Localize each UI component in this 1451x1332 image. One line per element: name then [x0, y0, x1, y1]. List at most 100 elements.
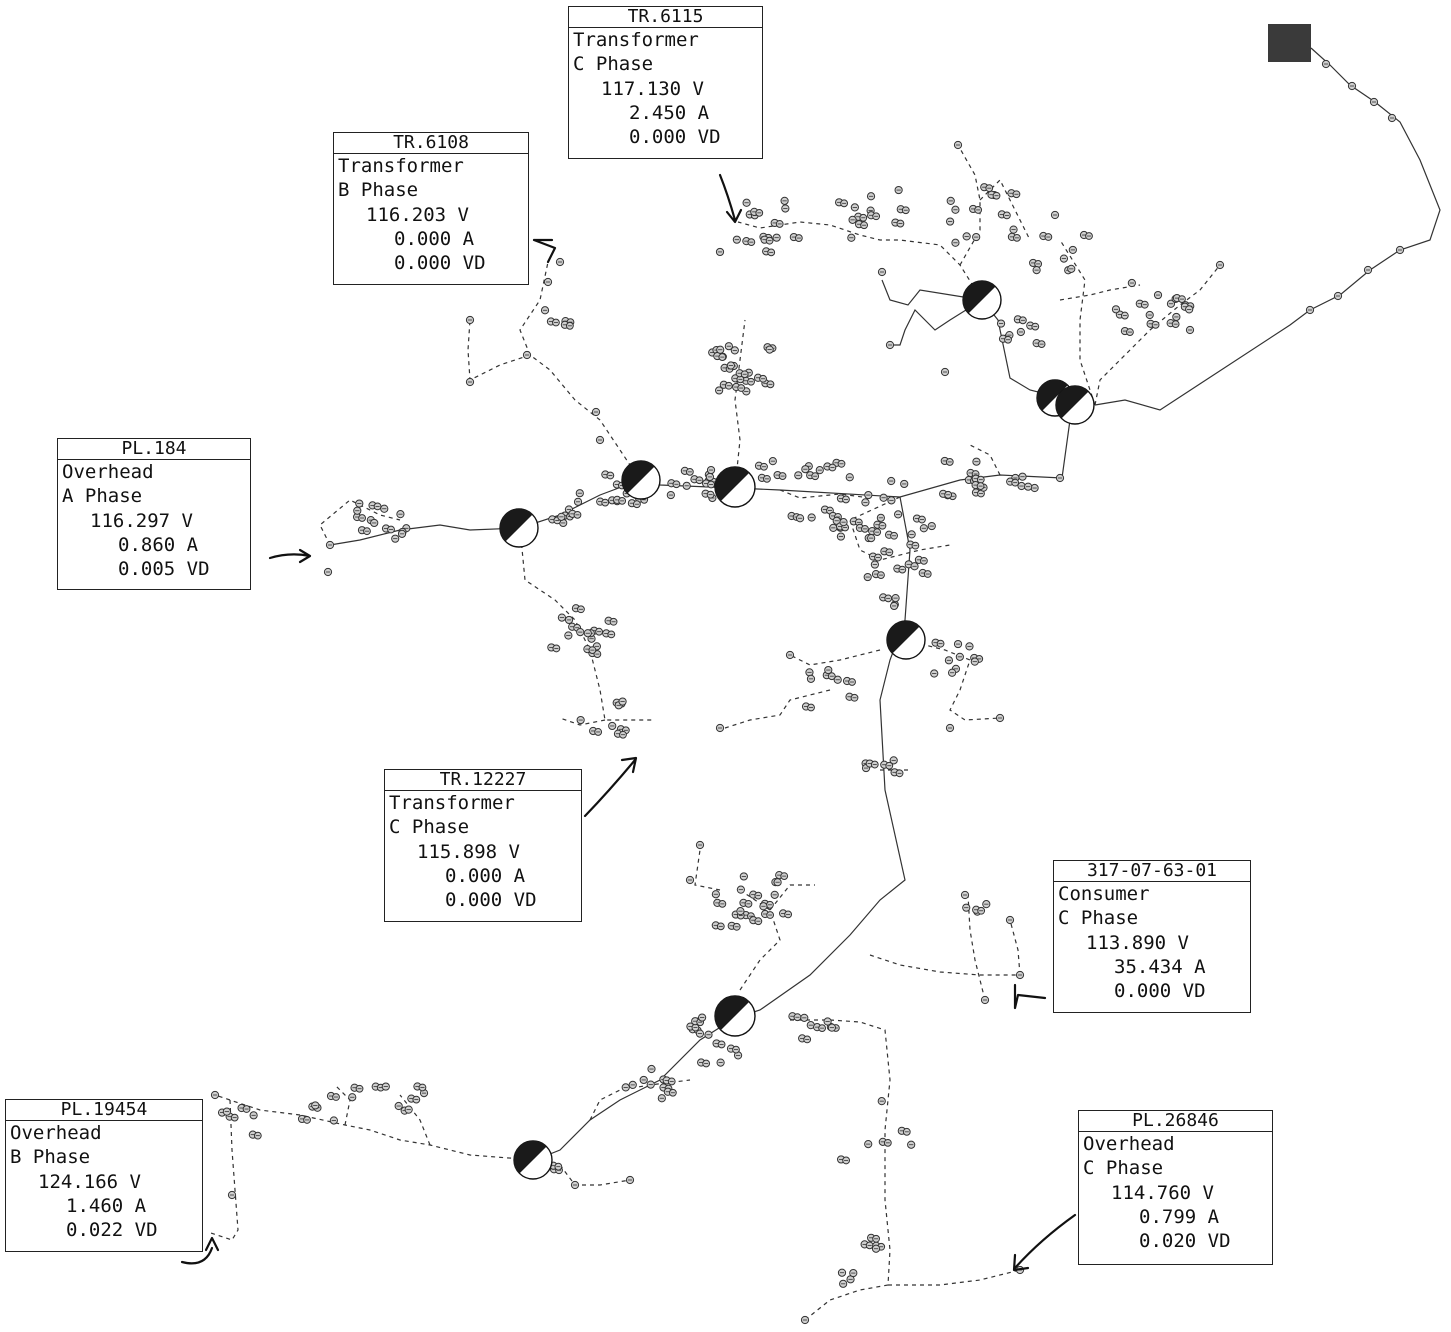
network-node [715, 247, 725, 257]
label-voltage: 115.898 V [417, 840, 520, 863]
label-id: TR.12227 [385, 770, 581, 791]
network-node [1018, 316, 1027, 325]
network-node [878, 521, 887, 530]
network-node [992, 191, 1001, 200]
network-node [962, 903, 971, 912]
network-node [800, 1013, 809, 1022]
label-type: Overhead [62, 461, 154, 483]
network-node [911, 541, 920, 550]
network-node [767, 248, 776, 257]
label-box-tr6115[interactable]: TR.6115 Transformer C Phase 117.130 V 2.… [568, 6, 763, 159]
network-node [583, 629, 592, 638]
feeder-line-dashed [589, 1079, 691, 1121]
label-current: 0.799 A [1139, 1205, 1220, 1228]
network-node [732, 922, 741, 931]
network-node [794, 234, 803, 242]
network-node [387, 525, 395, 534]
callout-arrow [1012, 1213, 1077, 1272]
feeder-line-dashed [869, 954, 1020, 976]
network-node [1387, 113, 1397, 123]
network-node [859, 213, 868, 222]
network-node [1044, 233, 1053, 241]
label-box-pl184[interactable]: PL.184 Overhead A Phase 116.297 V 0.860 … [57, 438, 251, 590]
network-node [870, 760, 879, 769]
network-node [995, 713, 1005, 723]
label-id: TR.6108 [334, 133, 528, 154]
network-node [554, 1162, 563, 1171]
network-node [1166, 299, 1176, 308]
label-box-pl19454[interactable]: PL.19454 Overhead B Phase 124.166 V 1.46… [5, 1099, 203, 1252]
callout-arrow [1013, 983, 1047, 1010]
network-node [619, 730, 627, 739]
feeder-line-dashed [1059, 284, 1141, 301]
network-node [780, 196, 789, 205]
network-node [965, 642, 974, 651]
network-node [837, 459, 846, 468]
network-node [807, 513, 816, 522]
feeder-line-dashed [724, 689, 831, 729]
network-node [210, 1090, 220, 1100]
substation-source [1268, 24, 1311, 62]
label-voltage: 113.890 V [1086, 931, 1189, 954]
label-id: PL.26846 [1079, 1111, 1272, 1132]
network-node [801, 465, 810, 474]
label-box-pl26846[interactable]: PL.26846 Overhead C Phase 114.760 V 0.79… [1078, 1110, 1273, 1265]
network-node [860, 221, 868, 230]
network-node [1024, 482, 1033, 491]
network-node [839, 518, 848, 527]
network-node [861, 524, 869, 533]
network-node [591, 407, 601, 417]
label-phase: C Phase [1058, 907, 1139, 930]
network-node [864, 1140, 873, 1149]
network-node [1185, 305, 1194, 314]
network-node [837, 1268, 847, 1277]
network-node [380, 504, 389, 513]
network-node [747, 377, 755, 386]
network-node [311, 1101, 320, 1110]
network-node [522, 350, 532, 360]
network-node [907, 530, 916, 539]
network-node [842, 495, 850, 504]
network-node [1016, 327, 1025, 337]
label-box-tr6108[interactable]: TR.6108 Transformer B Phase 116.203 V 0.… [333, 132, 529, 285]
network-node [742, 198, 751, 207]
network-node [972, 457, 981, 466]
network-node [732, 1045, 740, 1054]
label-type: Overhead [10, 1122, 102, 1144]
network-node [773, 878, 782, 887]
network-node [800, 1315, 810, 1325]
network-node [894, 510, 903, 519]
network-node [465, 377, 475, 387]
network-node [885, 340, 895, 350]
feeder-line-dashed [790, 1019, 891, 1321]
network-node [573, 497, 583, 506]
network-node [1012, 190, 1021, 199]
network-node [754, 917, 763, 926]
phase-meters [499, 280, 1095, 1180]
network-node [242, 1105, 251, 1113]
network-node [760, 462, 768, 471]
network-node [867, 534, 876, 543]
network-node [1363, 265, 1373, 275]
label-box-consumer-317-07-63-01[interactable]: 317-07-63-01 Consumer C Phase 113.890 V … [1053, 860, 1251, 1013]
network-node [397, 529, 407, 538]
network-node [418, 1083, 427, 1092]
network-node [594, 728, 603, 736]
network-node [842, 1156, 851, 1165]
network-node [1015, 970, 1025, 980]
network-node [874, 553, 882, 562]
network-node [946, 217, 955, 226]
label-box-tr12227[interactable]: TR.12227 Transformer C Phase 115.898 V 0… [384, 769, 582, 922]
network-node [695, 476, 704, 485]
network-node [718, 353, 727, 361]
feeder-line-dashed [559, 717, 606, 726]
network-node [976, 475, 985, 484]
network-node [595, 627, 603, 636]
network-node [593, 650, 602, 658]
network-node [927, 521, 936, 531]
label-type: Transformer [338, 155, 464, 177]
network-node [716, 922, 725, 931]
network-node [667, 1077, 676, 1086]
network-node [695, 1029, 705, 1038]
network-node [744, 899, 753, 908]
